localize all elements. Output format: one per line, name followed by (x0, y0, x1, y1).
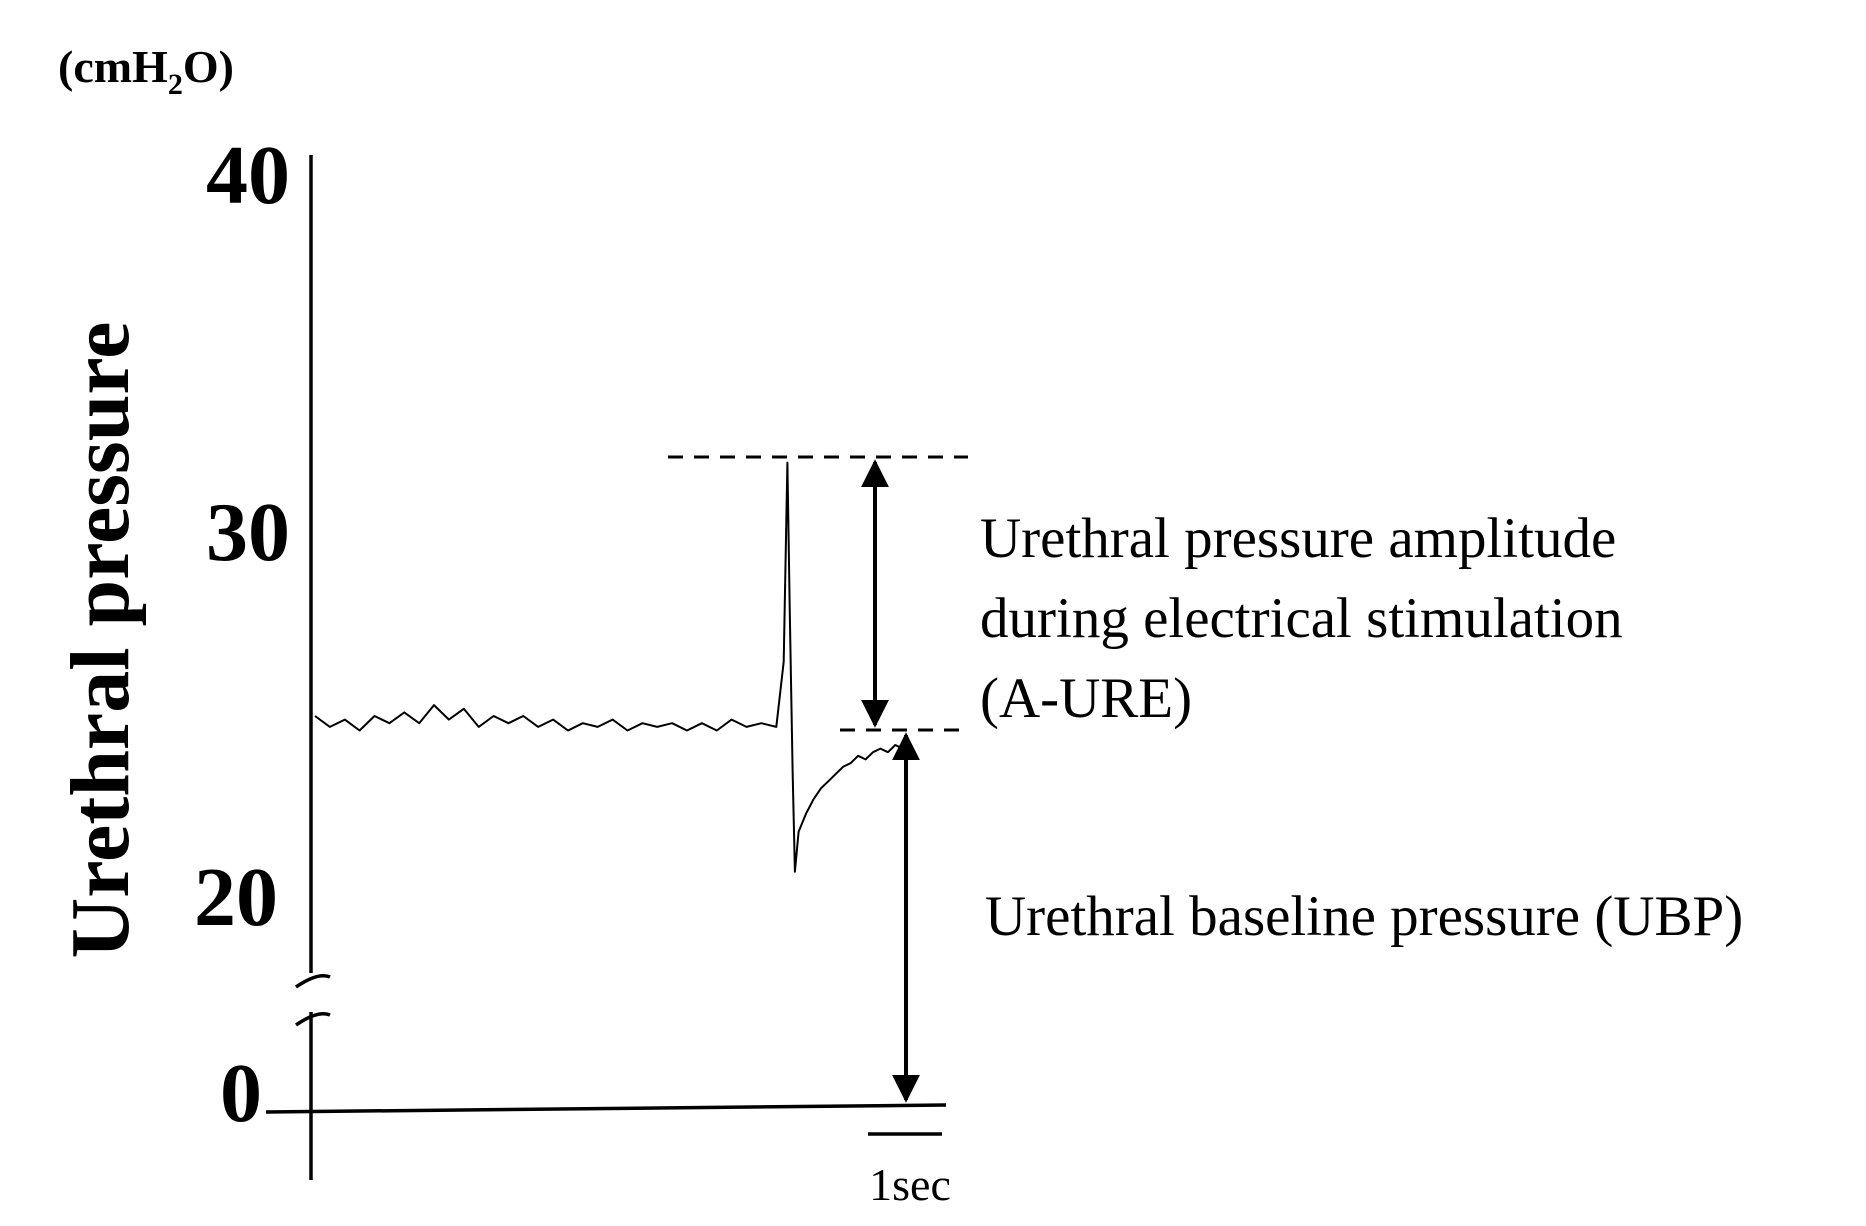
y-axis (295, 155, 331, 1180)
unit-label: (cmH2O) (58, 41, 234, 101)
y-tick-label-0: 0 (220, 1047, 262, 1140)
y-axis-title: Urethral pressure (54, 322, 147, 959)
pressure-trace (314, 461, 911, 873)
zero-baseline (265, 1103, 947, 1114)
y-tick-label-30: 30 (206, 486, 290, 579)
y-tick-label-40: 40 (206, 129, 290, 222)
time-scale-label: 1sec (869, 1159, 951, 1210)
amplitude-annotation-line-2: during electrical stimulation (980, 587, 1623, 650)
amplitude-annotation-line-1: Urethral pressure amplitude (980, 507, 1616, 570)
axis-break-mark-lower (295, 1012, 331, 1027)
amplitude-annotation-line-3: (A-URE) (980, 667, 1192, 730)
y-tick-label-20: 20 (194, 851, 278, 944)
axis-break-mark-upper (295, 974, 331, 989)
baseline-annotation: Urethral baseline pressure (UBP) (985, 885, 1743, 948)
